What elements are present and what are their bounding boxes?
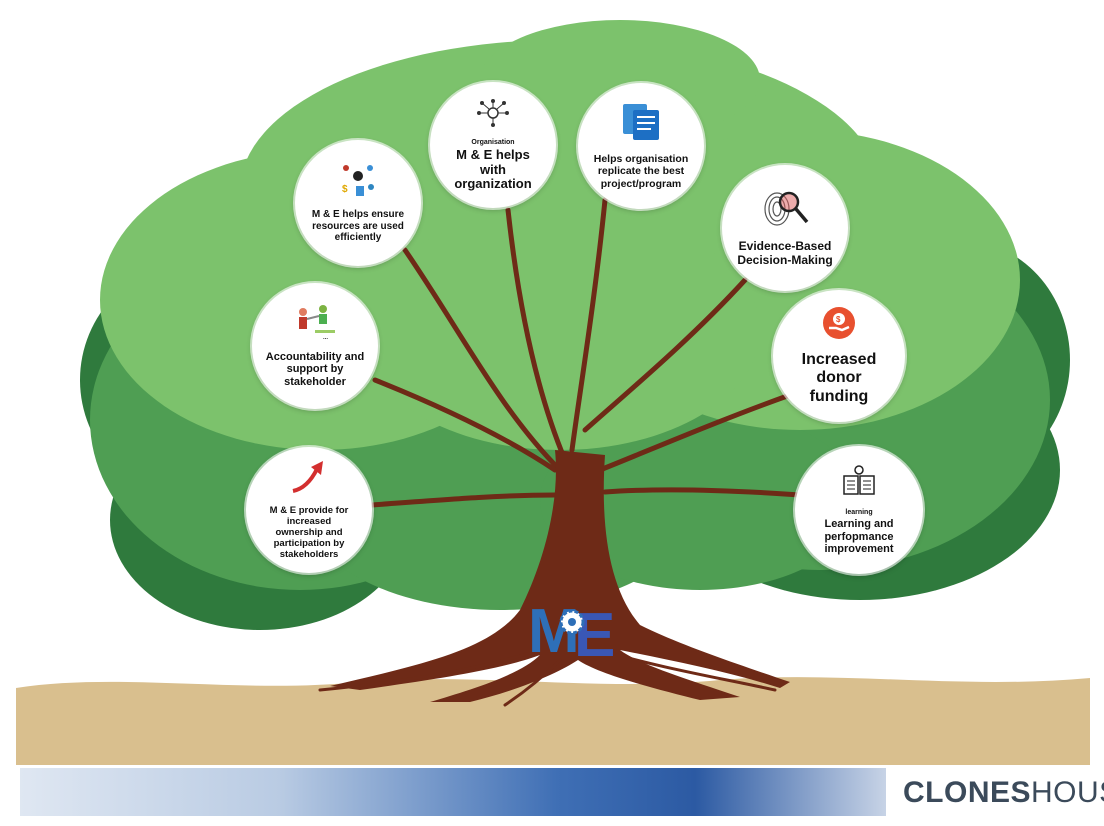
- tree-branches: [369, 197, 803, 508]
- bubble-learning-sublabel: learning: [845, 509, 873, 517]
- logo-letter-e: E: [574, 601, 615, 670]
- bubble-replicate: Helps organisation replicate the best pr…: [578, 83, 704, 209]
- fingerprint-magnifier-icon: [759, 189, 811, 234]
- bubble-accountability-label: Accountability and support by stakeholde…: [265, 350, 365, 388]
- bubble-organization: Organisation M & E helps with organizati…: [430, 82, 556, 208]
- brand-light: HOUSE: [1031, 776, 1104, 809]
- bubble-evidence: Evidence-Based Decision-Making: [722, 165, 848, 291]
- bubble-replicate-label: Helps organisation replicate the best pr…: [593, 153, 689, 190]
- ground: [16, 677, 1090, 765]
- people-support-icon: ...: [293, 304, 337, 345]
- bubble-donor: $ Increased donor funding: [773, 290, 905, 422]
- document-copy-icon: [619, 102, 663, 147]
- brand-bold: CLONES: [903, 776, 1032, 809]
- bubble-resources-label: M & E helps ensure resources are used ef…: [311, 209, 405, 244]
- svg-text:...: ...: [323, 335, 328, 340]
- svg-text:$: $: [342, 184, 348, 195]
- svg-text:$: $: [836, 315, 841, 324]
- resources-icon: $: [338, 162, 378, 203]
- bubble-resources: $ M & E helps ensure resources are used …: [295, 140, 421, 266]
- book-lightbulb-icon: [839, 464, 879, 503]
- me-trunk-logo: M E: [528, 597, 615, 670]
- footer-gradient-bar: [20, 768, 886, 816]
- red-arrow-icon: [289, 459, 329, 500]
- bubble-organization-sublabel: Organisation: [471, 138, 515, 146]
- bubble-organization-label: M & E helps with organization: [454, 146, 532, 192]
- bubble-accountability: ... Accountability and support by stakeh…: [252, 283, 378, 409]
- bubble-evidence-label: Evidence-Based Decision-Making: [737, 238, 833, 267]
- brand-logo: CLONESHOUSE: [903, 776, 1104, 810]
- money-hand-icon: $: [822, 306, 856, 345]
- network-people-icon: [475, 98, 511, 133]
- bubble-ownership-label: M & E provide for increased ownership an…: [269, 505, 349, 560]
- bubble-ownership: M & E provide for increased ownership an…: [246, 447, 372, 573]
- tree-trunk: [330, 450, 790, 702]
- tree-roots: [318, 648, 777, 707]
- bubble-donor-label: Increased donor funding: [801, 350, 877, 405]
- bubble-learning-label: Learning and perfopmance improvement: [824, 518, 894, 556]
- bubble-learning: learning Learning and perfopmance improv…: [795, 446, 923, 574]
